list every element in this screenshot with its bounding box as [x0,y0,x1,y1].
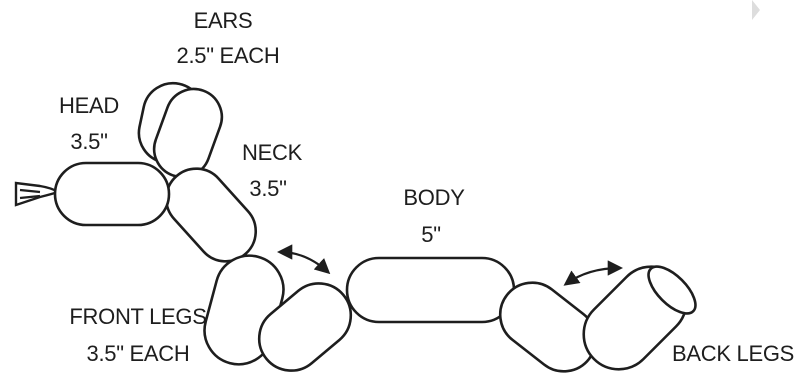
ear-front-segment [152,87,224,179]
body-segment [345,256,516,324]
neck-flex-arrow-icon [276,244,331,275]
ears-label: EARS [194,8,253,33]
front-legs-size-label: 3.5" EACH [87,341,190,366]
back-flex-arrow-icon [563,260,624,286]
neck-segment [164,167,258,263]
neck-size-label: 3.5" [249,176,286,201]
head-size-label: 3.5" [70,129,107,154]
front-legs-label: FRONT LEGS [69,304,206,329]
front-leg-front-segment [257,282,353,372]
back-leg-front-segment [498,281,598,373]
head-label: HEAD [59,93,119,118]
back-leg-open-end [647,265,697,315]
head-segment [53,161,171,227]
body-label: BODY [403,185,465,210]
neck-label: NECK [242,140,303,165]
body-size-label: 5" [421,222,440,247]
corner-mark [752,0,760,20]
back-legs-label: BACK LEGS [672,341,794,366]
balloon-knot-icon [14,181,61,207]
ears-size-label: 2.5" EACH [177,43,280,68]
